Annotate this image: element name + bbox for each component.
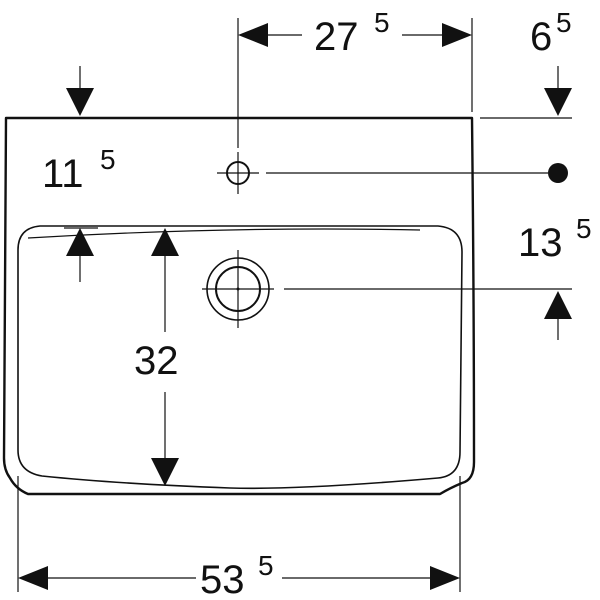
top-width-arrow-right: [442, 23, 472, 47]
overall-width-label-sup: 5: [258, 550, 274, 581]
right-offset-label: 6: [530, 15, 552, 59]
overall-width-arrow-right: [430, 566, 460, 590]
bowl-depth-label: 32: [134, 339, 179, 383]
drain-offset-label: 13: [518, 221, 563, 265]
right-offset-arrow: [544, 88, 572, 116]
basin-bowl-outline: [17, 225, 463, 490]
basin-bowl-rim-line: [27, 228, 421, 239]
overall-width-label: 53: [200, 558, 245, 600]
tap-depth-label-sup: 5: [100, 144, 116, 175]
tap-hole-symbol: [217, 152, 259, 194]
bowl-depth-arrow-top: [151, 228, 179, 256]
top-width-label-sup: 5: [374, 7, 390, 38]
top-width-label: 27: [314, 15, 359, 59]
drain-offset-label-sup: 5: [576, 213, 592, 244]
right-offset-label-sup: 5: [556, 7, 572, 38]
basin-outer-outline: [2, 116, 476, 496]
tap-depth-label: 11: [42, 152, 84, 196]
tap-depth-arrow-top: [66, 88, 94, 116]
tap-depth-arrow-bottom: [66, 228, 94, 256]
bowl-depth-arrow-bottom: [151, 458, 179, 486]
drain-offset-arrow: [544, 291, 572, 319]
top-width-arrow-left: [238, 23, 268, 47]
overall-width-arrow-left: [18, 566, 48, 590]
tap-hole-reference-dot: [548, 163, 568, 183]
drain-symbol: [202, 250, 274, 328]
